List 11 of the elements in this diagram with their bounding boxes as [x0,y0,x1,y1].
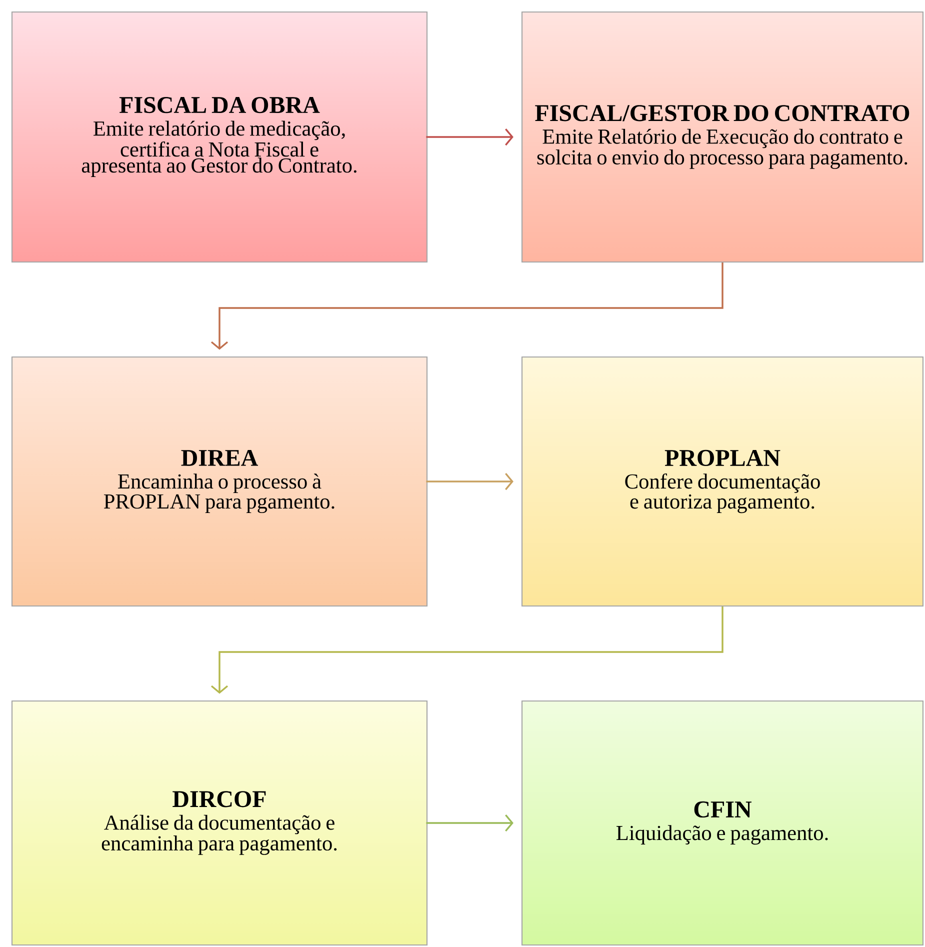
process-box: FISCAL DA OBRA Emite relatório de medicação, certifica a Nota Fiscal e apresenta ao Gestor do Contrato. [11,11,428,263]
arrow [426,128,514,146]
process-box: FISCAL/GESTOR DO CONTRATO Emite Relatório de Execução do contrato e solcita o envio do processo para pagamento. [521,11,924,263]
arrow [210,606,724,694]
arrow [210,262,724,350]
process-box: DIRCOF Análise da documentação e encaminha para pagamento. [11,700,428,946]
arrow [426,814,514,832]
process-box: DIREA Encaminha o processo à PROPLAN para pgamento. [11,356,428,607]
arrow [426,472,514,490]
process-box: PROPLAN Confere documentação e autoriza pagamento. [521,356,924,607]
process-box: CFIN Liquidação e pagamento. [521,700,924,946]
